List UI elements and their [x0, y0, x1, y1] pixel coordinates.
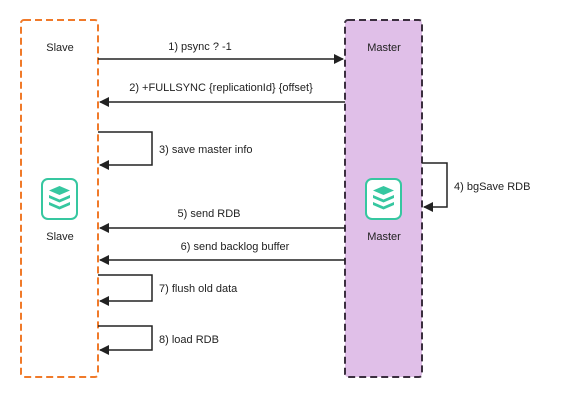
master-icon-label: Master	[367, 231, 401, 243]
step-2-label: 2) +FULLSYNC {replicationId} {offset}	[129, 82, 313, 94]
step-8-label: 8) load RDB	[159, 334, 219, 346]
master-redis-stack-icon	[365, 178, 402, 220]
step-6-label: 6) send backlog buffer	[181, 241, 290, 253]
master-title: Master	[367, 42, 401, 54]
slave-icon-label: Slave	[46, 231, 74, 243]
step-1-label: 1) psync ? -1	[168, 41, 232, 53]
step-3-label: 3) save master info	[159, 144, 253, 156]
step-4-label: 4) bgSave RDB	[454, 181, 530, 193]
slave-redis-stack-icon	[41, 178, 78, 220]
step-3-self-arrow	[98, 131, 153, 170]
slave-title: Slave	[46, 42, 74, 54]
step-4-self-arrow	[422, 162, 448, 212]
step-7-self-arrow	[98, 274, 153, 306]
step-8-self-arrow	[98, 325, 153, 355]
step-7-label: 7) flush old data	[159, 283, 238, 295]
step-5-label: 5) send RDB	[178, 208, 241, 220]
